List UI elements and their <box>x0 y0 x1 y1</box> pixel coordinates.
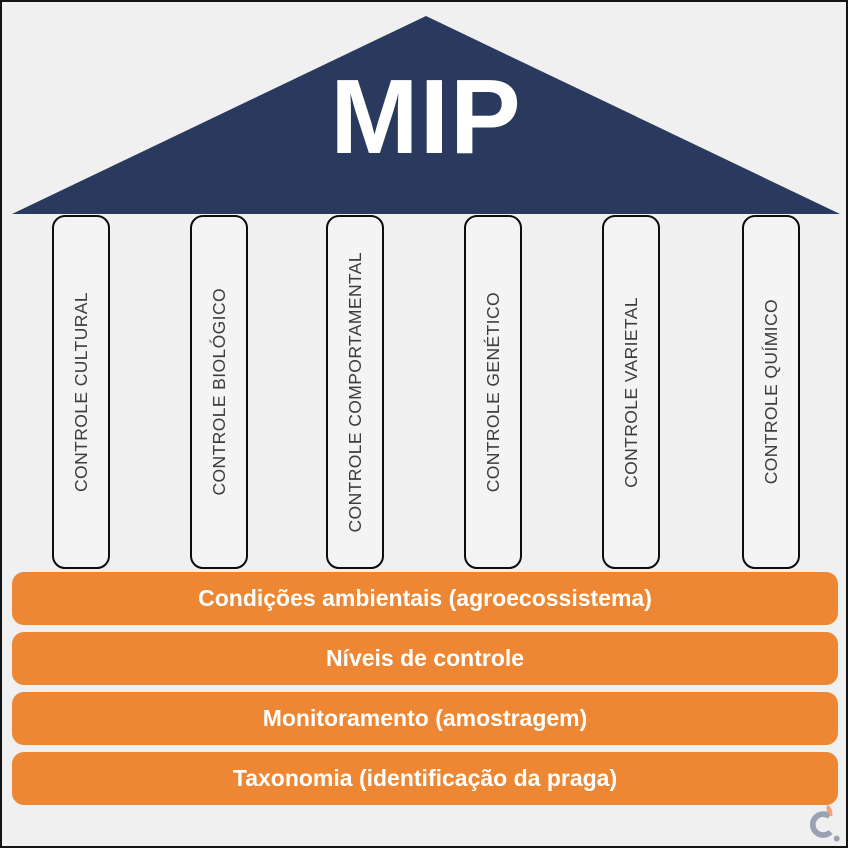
pillar-label: CONTROLE COMPORTAMENTAL <box>344 251 365 533</box>
c-logo-icon <box>809 804 840 842</box>
pillar-controle-genetico: CONTROLE GENÉTICO <box>464 215 522 569</box>
foundation-bar-niveis-de-controle: Níveis de controle <box>12 632 838 685</box>
page-title: MIP <box>330 58 522 176</box>
pillar-controle-biologico: CONTROLE BIOLÓGICO <box>190 215 248 569</box>
foundation-bar-label: Monitoramento (amostragem) <box>262 705 588 731</box>
pillar-controle-comportamental: CONTROLE COMPORTAMENTAL <box>326 215 384 569</box>
pillar-label: CONTROLE GENÉTICO <box>482 291 503 493</box>
roof-triangle <box>12 16 840 214</box>
foundation-bar-label: Condições ambientais (agroecossistema) <box>198 585 652 611</box>
pillar-controle-quimico: CONTROLE QUÍMICO <box>742 215 800 569</box>
foundation-bar-monitoramento: Monitoramento (amostragem) <box>12 692 838 745</box>
pillar-label: CONTROLE QUÍMICO <box>760 299 781 485</box>
pillar-label: CONTROLE CULTURAL <box>70 292 91 492</box>
pillar-controle-varietal: CONTROLE VARIETAL <box>602 215 660 569</box>
foundation-bar-taxonomia: Taxonomia (identificação da praga) <box>12 752 838 805</box>
foundation-bar-label: Taxonomia (identificação da praga) <box>232 765 618 791</box>
foundation-bar-condicoes-ambientais: Condições ambientais (agroecossistema) <box>12 572 838 625</box>
foundation-bar-label: Níveis de controle <box>325 645 525 671</box>
pillar-controle-cultural: CONTROLE CULTURAL <box>52 215 110 569</box>
pillar-label: CONTROLE VARIETAL <box>620 296 641 488</box>
pillar-label: CONTROLE BIOLÓGICO <box>208 288 229 496</box>
